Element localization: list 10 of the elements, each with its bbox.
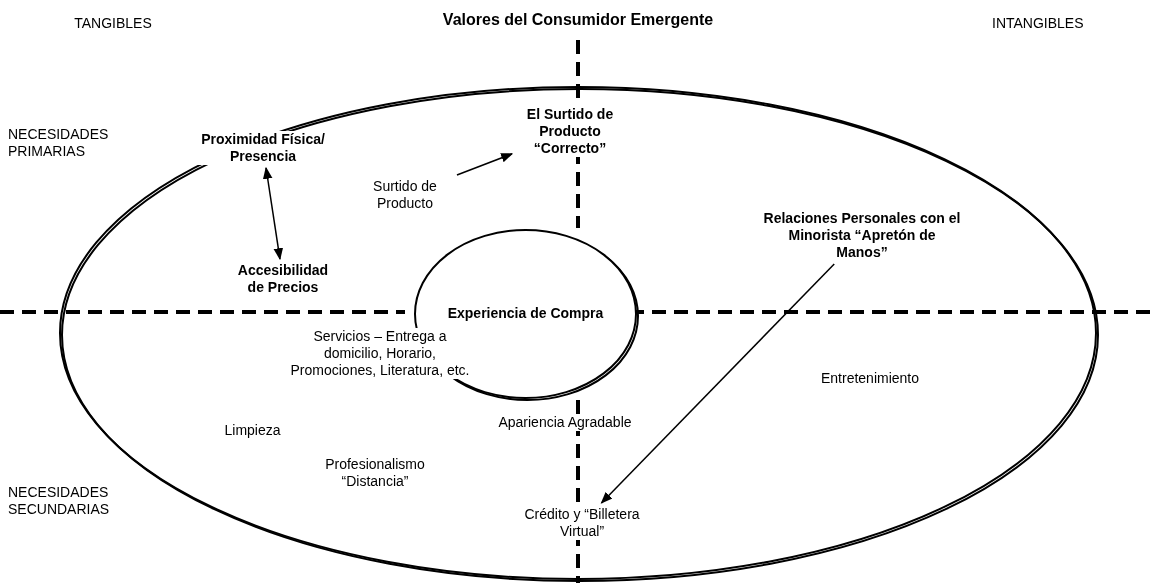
arrow xyxy=(456,153,514,176)
column-heading: TANGIBLES xyxy=(73,15,153,32)
quadrant-text: Limpieza xyxy=(223,422,282,439)
quadrant-text: Profesionalismo “Distancia” xyxy=(324,456,426,490)
arrow xyxy=(262,166,284,261)
column-heading: INTANGIBLES xyxy=(992,15,1082,32)
row-heading: NECESIDADES SECUNDARIAS xyxy=(8,484,111,518)
quadrant-text: Entretenimiento xyxy=(819,370,921,387)
arrow xyxy=(600,263,835,504)
row-heading: NECESIDADES PRIMARIAS xyxy=(8,126,110,160)
